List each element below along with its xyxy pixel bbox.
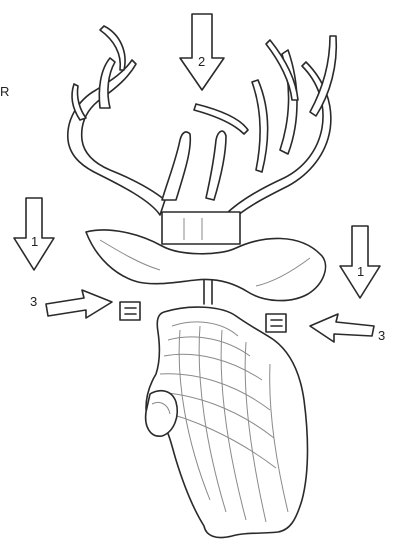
step-arrow-top: 2	[180, 14, 224, 90]
step-arrow-right-side: 3	[310, 314, 385, 343]
step-arrow-left-down: 1	[14, 198, 54, 270]
step-label-1-left: 1	[31, 234, 38, 249]
right-connector-piece	[266, 314, 286, 332]
step-arrow-right-down: 1	[340, 226, 380, 298]
step-label-1-right: 1	[357, 264, 364, 279]
step-label-3-left: 3	[30, 294, 37, 309]
step-label-3-right: 3	[378, 328, 385, 343]
step-arrow-left-side: 3	[30, 290, 112, 318]
deer-head-body	[146, 307, 308, 537]
step-label-2: 2	[198, 54, 205, 69]
left-connector-piece	[120, 302, 140, 320]
